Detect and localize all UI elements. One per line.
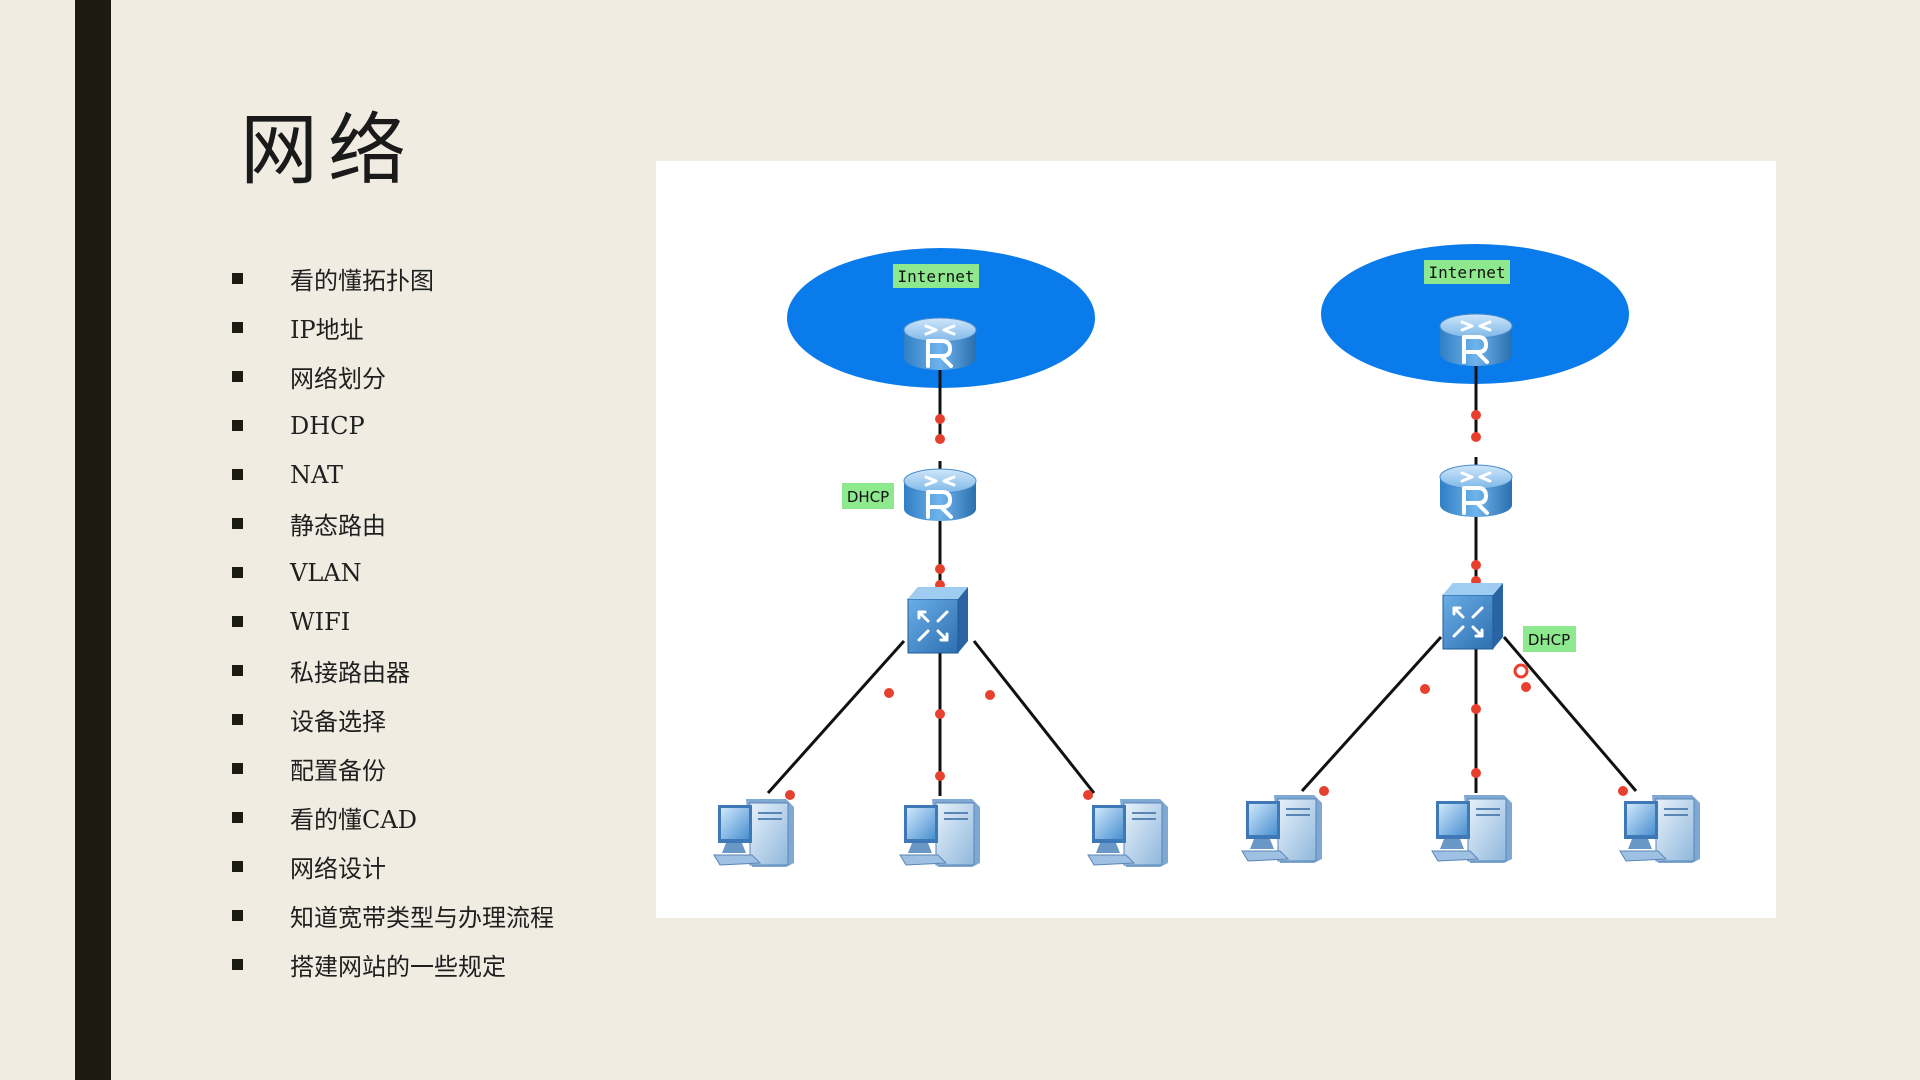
square-bullet-icon (232, 910, 243, 921)
dhcp-label: DHCP (847, 488, 889, 506)
router-icon (902, 467, 978, 523)
square-bullet-icon (232, 861, 243, 872)
sidebar-accent-bar (75, 0, 111, 1080)
list-item: 知道宽带类型与办理流程 (232, 891, 554, 940)
internet-label-tag (1424, 260, 1510, 284)
list-item: 网络设计 (232, 842, 554, 891)
square-bullet-icon (232, 469, 243, 480)
square-bullet-icon (232, 322, 243, 333)
topic-label: VLAN (290, 558, 362, 587)
list-item: 设备选择 (232, 695, 554, 744)
square-bullet-icon (232, 567, 243, 578)
router-icon (1438, 463, 1514, 519)
square-bullet-icon (232, 763, 243, 774)
list-item: 搭建网站的一些规定 (232, 940, 554, 989)
list-item: WIFI (232, 597, 554, 646)
pc-icon (1241, 794, 1323, 864)
pc-icon (1619, 794, 1701, 864)
right-topology: Internet DHCP (1241, 244, 1701, 864)
square-bullet-icon (232, 273, 243, 284)
topic-label: DHCP (290, 411, 365, 440)
square-bullet-icon (232, 420, 243, 431)
dhcp-label-tag (1523, 626, 1576, 652)
internet-label: Internet (1428, 263, 1505, 282)
cursor-marker (1513, 663, 1529, 679)
topic-label: 网络划分 (290, 365, 386, 393)
list-item: 网络划分 (232, 352, 554, 401)
pc-icon (713, 798, 795, 868)
router-icon (1438, 312, 1514, 368)
internet-label: Internet (897, 267, 974, 286)
left-topology: Internet DHCP (713, 248, 1169, 868)
list-item: IP地址 (232, 303, 554, 352)
router-icon (902, 316, 978, 372)
square-bullet-icon (232, 371, 243, 382)
list-item: VLAN (232, 548, 554, 597)
pc-icon (899, 798, 981, 868)
switch-icon (1441, 581, 1505, 651)
list-item: 配置备份 (232, 744, 554, 793)
list-item: 看的懂拓扑图 (232, 254, 554, 303)
list-item: DHCP (232, 401, 554, 450)
topic-label: 静态路由 (290, 512, 386, 540)
topic-label: 私接路由器 (290, 659, 410, 687)
square-bullet-icon (232, 616, 243, 627)
pc-icon (1431, 794, 1513, 864)
topic-label: 配置备份 (290, 757, 386, 785)
topic-label: NAT (290, 460, 344, 489)
square-bullet-icon (232, 812, 243, 823)
topic-label: 搭建网站的一些规定 (290, 953, 506, 981)
network-topology-diagram: Internet DHCP (656, 161, 1776, 918)
switch-icon (906, 585, 970, 655)
square-bullet-icon (232, 518, 243, 529)
slide-title: 网络 (240, 106, 417, 196)
pc-icon (1087, 798, 1169, 868)
dhcp-label-tag (842, 483, 894, 509)
list-item: 静态路由 (232, 499, 554, 548)
dhcp-label: DHCP (1528, 631, 1570, 649)
square-bullet-icon (232, 665, 243, 676)
topic-label: 设备选择 (290, 708, 386, 736)
internet-label-tag (893, 264, 979, 288)
topic-list: 看的懂拓扑图 IP地址 网络划分 DHCP NAT 静态路由 VLAN WIFI… (232, 254, 554, 989)
topic-label: 知道宽带类型与办理流程 (290, 904, 554, 932)
topic-label: 看的懂CAD (290, 806, 417, 834)
list-item: 私接路由器 (232, 646, 554, 695)
topic-label: 网络设计 (290, 855, 386, 883)
list-item: 看的懂CAD (232, 793, 554, 842)
square-bullet-icon (232, 959, 243, 970)
topic-label: 看的懂拓扑图 (290, 267, 434, 295)
topic-label: IP地址 (290, 316, 364, 344)
topic-label: WIFI (290, 607, 351, 636)
list-item: NAT (232, 450, 554, 499)
square-bullet-icon (232, 714, 243, 725)
